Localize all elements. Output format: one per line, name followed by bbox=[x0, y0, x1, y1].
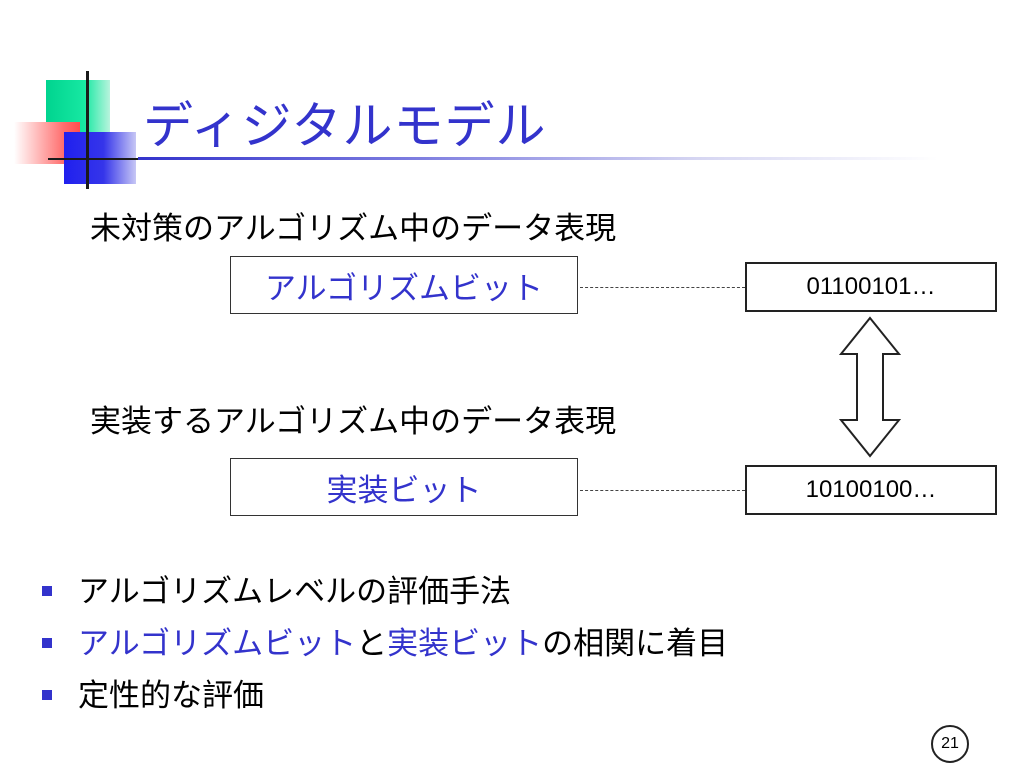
bullet-square-icon bbox=[42, 690, 52, 700]
decor-vertical-line bbox=[86, 71, 89, 189]
page-number-text: 21 bbox=[941, 735, 959, 752]
implementation-bit-box: 実装ビット bbox=[230, 458, 578, 516]
bullet-square-icon bbox=[42, 638, 52, 648]
algorithm-bit-label: アルゴリズムビット bbox=[264, 270, 544, 307]
bullet-text: 定性的な評価 bbox=[78, 678, 264, 714]
title-underline bbox=[138, 157, 938, 160]
implementation-bits-value: 10100100… bbox=[805, 476, 937, 503]
implementation-bit-label: 実装ビット bbox=[326, 472, 482, 509]
bullet-list: アルゴリズムレベルの評価手法 アルゴリズムビットと実装ビットの相関に着目 定性的… bbox=[42, 566, 728, 722]
algorithm-bit-box: アルゴリズムビット bbox=[230, 256, 578, 314]
page-number: 21 bbox=[931, 725, 969, 763]
algorithm-bits-value: 01100101… bbox=[806, 273, 936, 300]
implementation-data-heading: 実装するアルゴリズム中のデータ表現 bbox=[90, 404, 617, 440]
algorithm-dashed-connector bbox=[580, 287, 745, 288]
decor-horizontal-line bbox=[48, 158, 138, 160]
implementation-dashed-connector bbox=[580, 490, 745, 491]
algorithm-bits-box: 01100101… bbox=[745, 262, 997, 312]
bullet-text: アルゴリズムレベルの評価手法 bbox=[78, 574, 512, 610]
bullet-text-correlation: の相関に着目 bbox=[542, 626, 729, 662]
slide-title: ディジタルモデル bbox=[143, 97, 547, 155]
double-arrow-icon bbox=[839, 316, 901, 458]
bullet-item: 定性的な評価 bbox=[42, 670, 728, 722]
algorithm-data-heading: 未対策のアルゴリズム中のデータ表現 bbox=[90, 211, 617, 247]
bullet-item: アルゴリズムレベルの評価手法 bbox=[42, 566, 728, 618]
bullet-text-and: と bbox=[356, 626, 388, 662]
bullet-text-implementation-bit: 実装ビット bbox=[387, 626, 543, 662]
bullet-square-icon bbox=[42, 586, 52, 596]
bullet-item: アルゴリズムビットと実装ビットの相関に着目 bbox=[42, 618, 728, 670]
bullet-text-algorithm-bit: アルゴリズムビット bbox=[78, 626, 357, 662]
implementation-bits-box: 10100100… bbox=[745, 465, 997, 515]
